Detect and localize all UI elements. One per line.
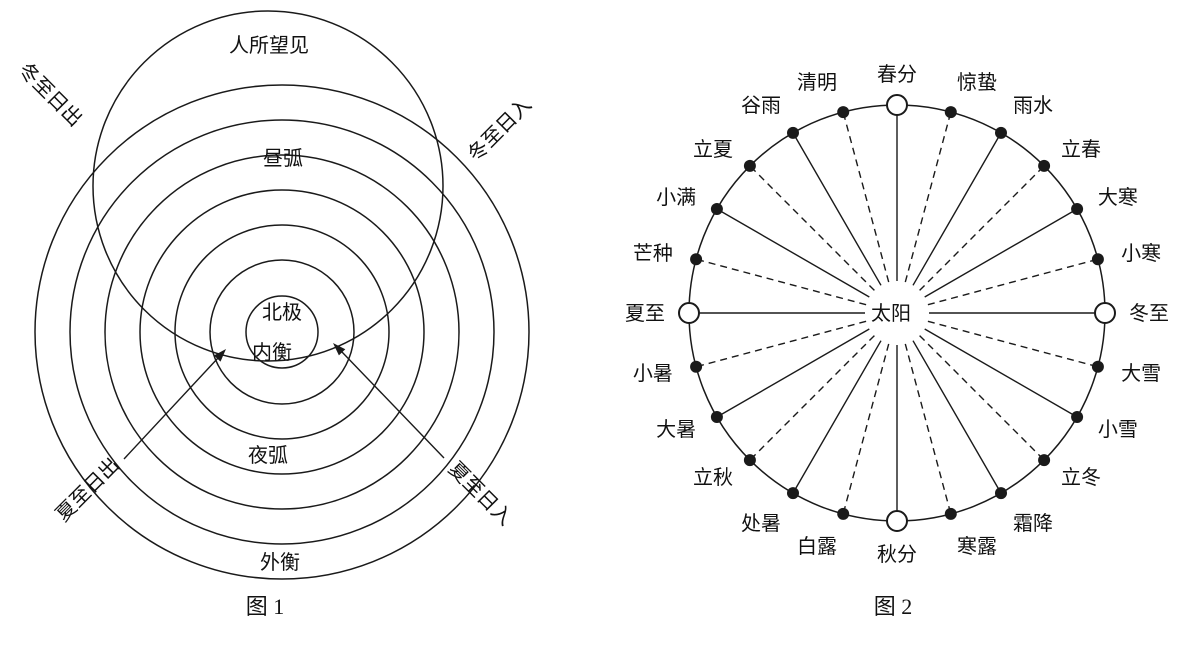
term-label: 小寒 <box>1121 242 1161 265</box>
spoke-solid <box>792 132 882 286</box>
heng-circle-6-outer <box>34 84 530 580</box>
term-node <box>944 507 957 520</box>
spoke-solid <box>912 132 1002 286</box>
term-label: 清明 <box>797 71 837 94</box>
term-node <box>995 126 1007 139</box>
spoke-dashed <box>919 165 1045 291</box>
figure-1-caption: 图 1 <box>246 594 285 619</box>
term-label: 谷雨 <box>741 94 781 117</box>
term-label: 霜降 <box>1013 512 1053 535</box>
term-node <box>837 507 850 520</box>
arrow-shaft <box>123 357 219 460</box>
major-term-node <box>886 510 908 532</box>
term-node <box>1091 360 1104 373</box>
heng-circle-2 <box>174 224 390 440</box>
term-label: 大暑 <box>656 418 696 441</box>
arrow-to-inner-heng-left <box>123 349 226 460</box>
term-label: 秋分 <box>877 543 917 566</box>
arrow-head-icon <box>333 343 346 356</box>
term-node <box>787 487 799 500</box>
heng-circle-3 <box>139 189 425 475</box>
term-node <box>710 411 723 423</box>
major-term-node <box>1094 302 1116 324</box>
major-term-node <box>678 302 700 324</box>
term-node <box>743 454 756 467</box>
arrow-head-icon <box>213 349 226 362</box>
spoke-solid <box>716 208 870 298</box>
term-node <box>787 126 799 139</box>
term-node <box>1071 411 1084 423</box>
term-label: 雨水 <box>1013 94 1053 117</box>
term-node <box>690 253 703 266</box>
spoke-dashed <box>842 111 890 283</box>
label-summer-solstice-sunrise: 夏至日出 <box>51 453 124 526</box>
term-label: 惊蛰 <box>957 71 997 94</box>
label-winter-solstice-sunrise: 冬至日出 <box>14 58 87 131</box>
term-label: 处暑 <box>741 512 781 535</box>
term-label: 白露 <box>797 535 837 558</box>
spoke-solid <box>716 328 870 418</box>
term-label: 小满 <box>656 186 696 209</box>
label-winter-solstice-sunset: 冬至日入 <box>463 93 536 166</box>
term-node <box>1071 203 1084 215</box>
label-outer-heng: 外衡 <box>260 551 300 574</box>
term-node <box>1038 159 1051 172</box>
spoke-solid <box>792 340 882 494</box>
arrow-to-inner-heng-right <box>333 343 445 459</box>
label-day-arc: 昼弧 <box>263 147 303 170</box>
spoke-dashed <box>927 258 1099 306</box>
spoke-dashed <box>695 258 867 306</box>
heng-circle-1 <box>209 259 355 405</box>
term-label: 立冬 <box>1061 466 1101 489</box>
term-node <box>690 360 703 373</box>
term-node <box>837 106 850 119</box>
spoke-dashed <box>904 111 952 283</box>
term-label: 冬至 <box>1129 302 1169 325</box>
spoke-dashed <box>749 335 875 461</box>
term-node <box>743 159 756 172</box>
term-label: 芒种 <box>633 242 673 265</box>
term-node <box>710 203 723 215</box>
spoke-dashed <box>842 343 890 515</box>
label-inner-heng: 内衡 <box>252 341 292 364</box>
heng-circle-5 <box>69 119 495 545</box>
term-label: 立夏 <box>693 138 733 161</box>
label-night-arc: 夜弧 <box>248 444 288 467</box>
heng-circle-4 <box>104 154 460 510</box>
term-node <box>995 487 1007 500</box>
spoke-dashed <box>695 320 867 368</box>
spoke-solid <box>912 340 1002 494</box>
figure-1: 人所望见 冬至日出 冬至日入 昼弧 北极 内衡 夜弧 外衡 夏至日出 夏至日入 … <box>14 10 536 619</box>
term-label: 小雪 <box>1098 418 1138 441</box>
polar-circle <box>245 295 319 369</box>
term-node <box>1091 253 1104 266</box>
spoke-dashed <box>927 320 1099 368</box>
spoke-solid <box>924 328 1078 418</box>
term-label: 小暑 <box>633 362 673 385</box>
major-term-node <box>886 94 908 116</box>
label-north-pole: 北极 <box>262 301 302 324</box>
term-label: 春分 <box>877 63 917 86</box>
label-summer-solstice-sunset: 夏至日入 <box>444 458 516 530</box>
spoke-dashed <box>919 335 1045 461</box>
term-label: 寒露 <box>957 535 997 558</box>
sun-label: 太阳 <box>871 302 911 325</box>
term-label: 夏至 <box>625 303 665 325</box>
figure-2-caption: 图 2 <box>874 594 913 619</box>
spoke-solid <box>924 208 1078 298</box>
term-label: 大雪 <box>1121 362 1161 385</box>
observer-sight-circle <box>92 10 444 362</box>
term-node <box>1038 454 1051 467</box>
label-observer-view: 人所望见 <box>229 34 309 57</box>
spoke-dashed <box>904 343 952 515</box>
spoke-dashed <box>749 165 875 291</box>
term-label: 立秋 <box>693 466 733 489</box>
term-node <box>944 106 957 119</box>
term-label: 大寒 <box>1098 186 1138 209</box>
term-label: 立春 <box>1061 138 1101 161</box>
arrow-shaft <box>341 351 445 459</box>
